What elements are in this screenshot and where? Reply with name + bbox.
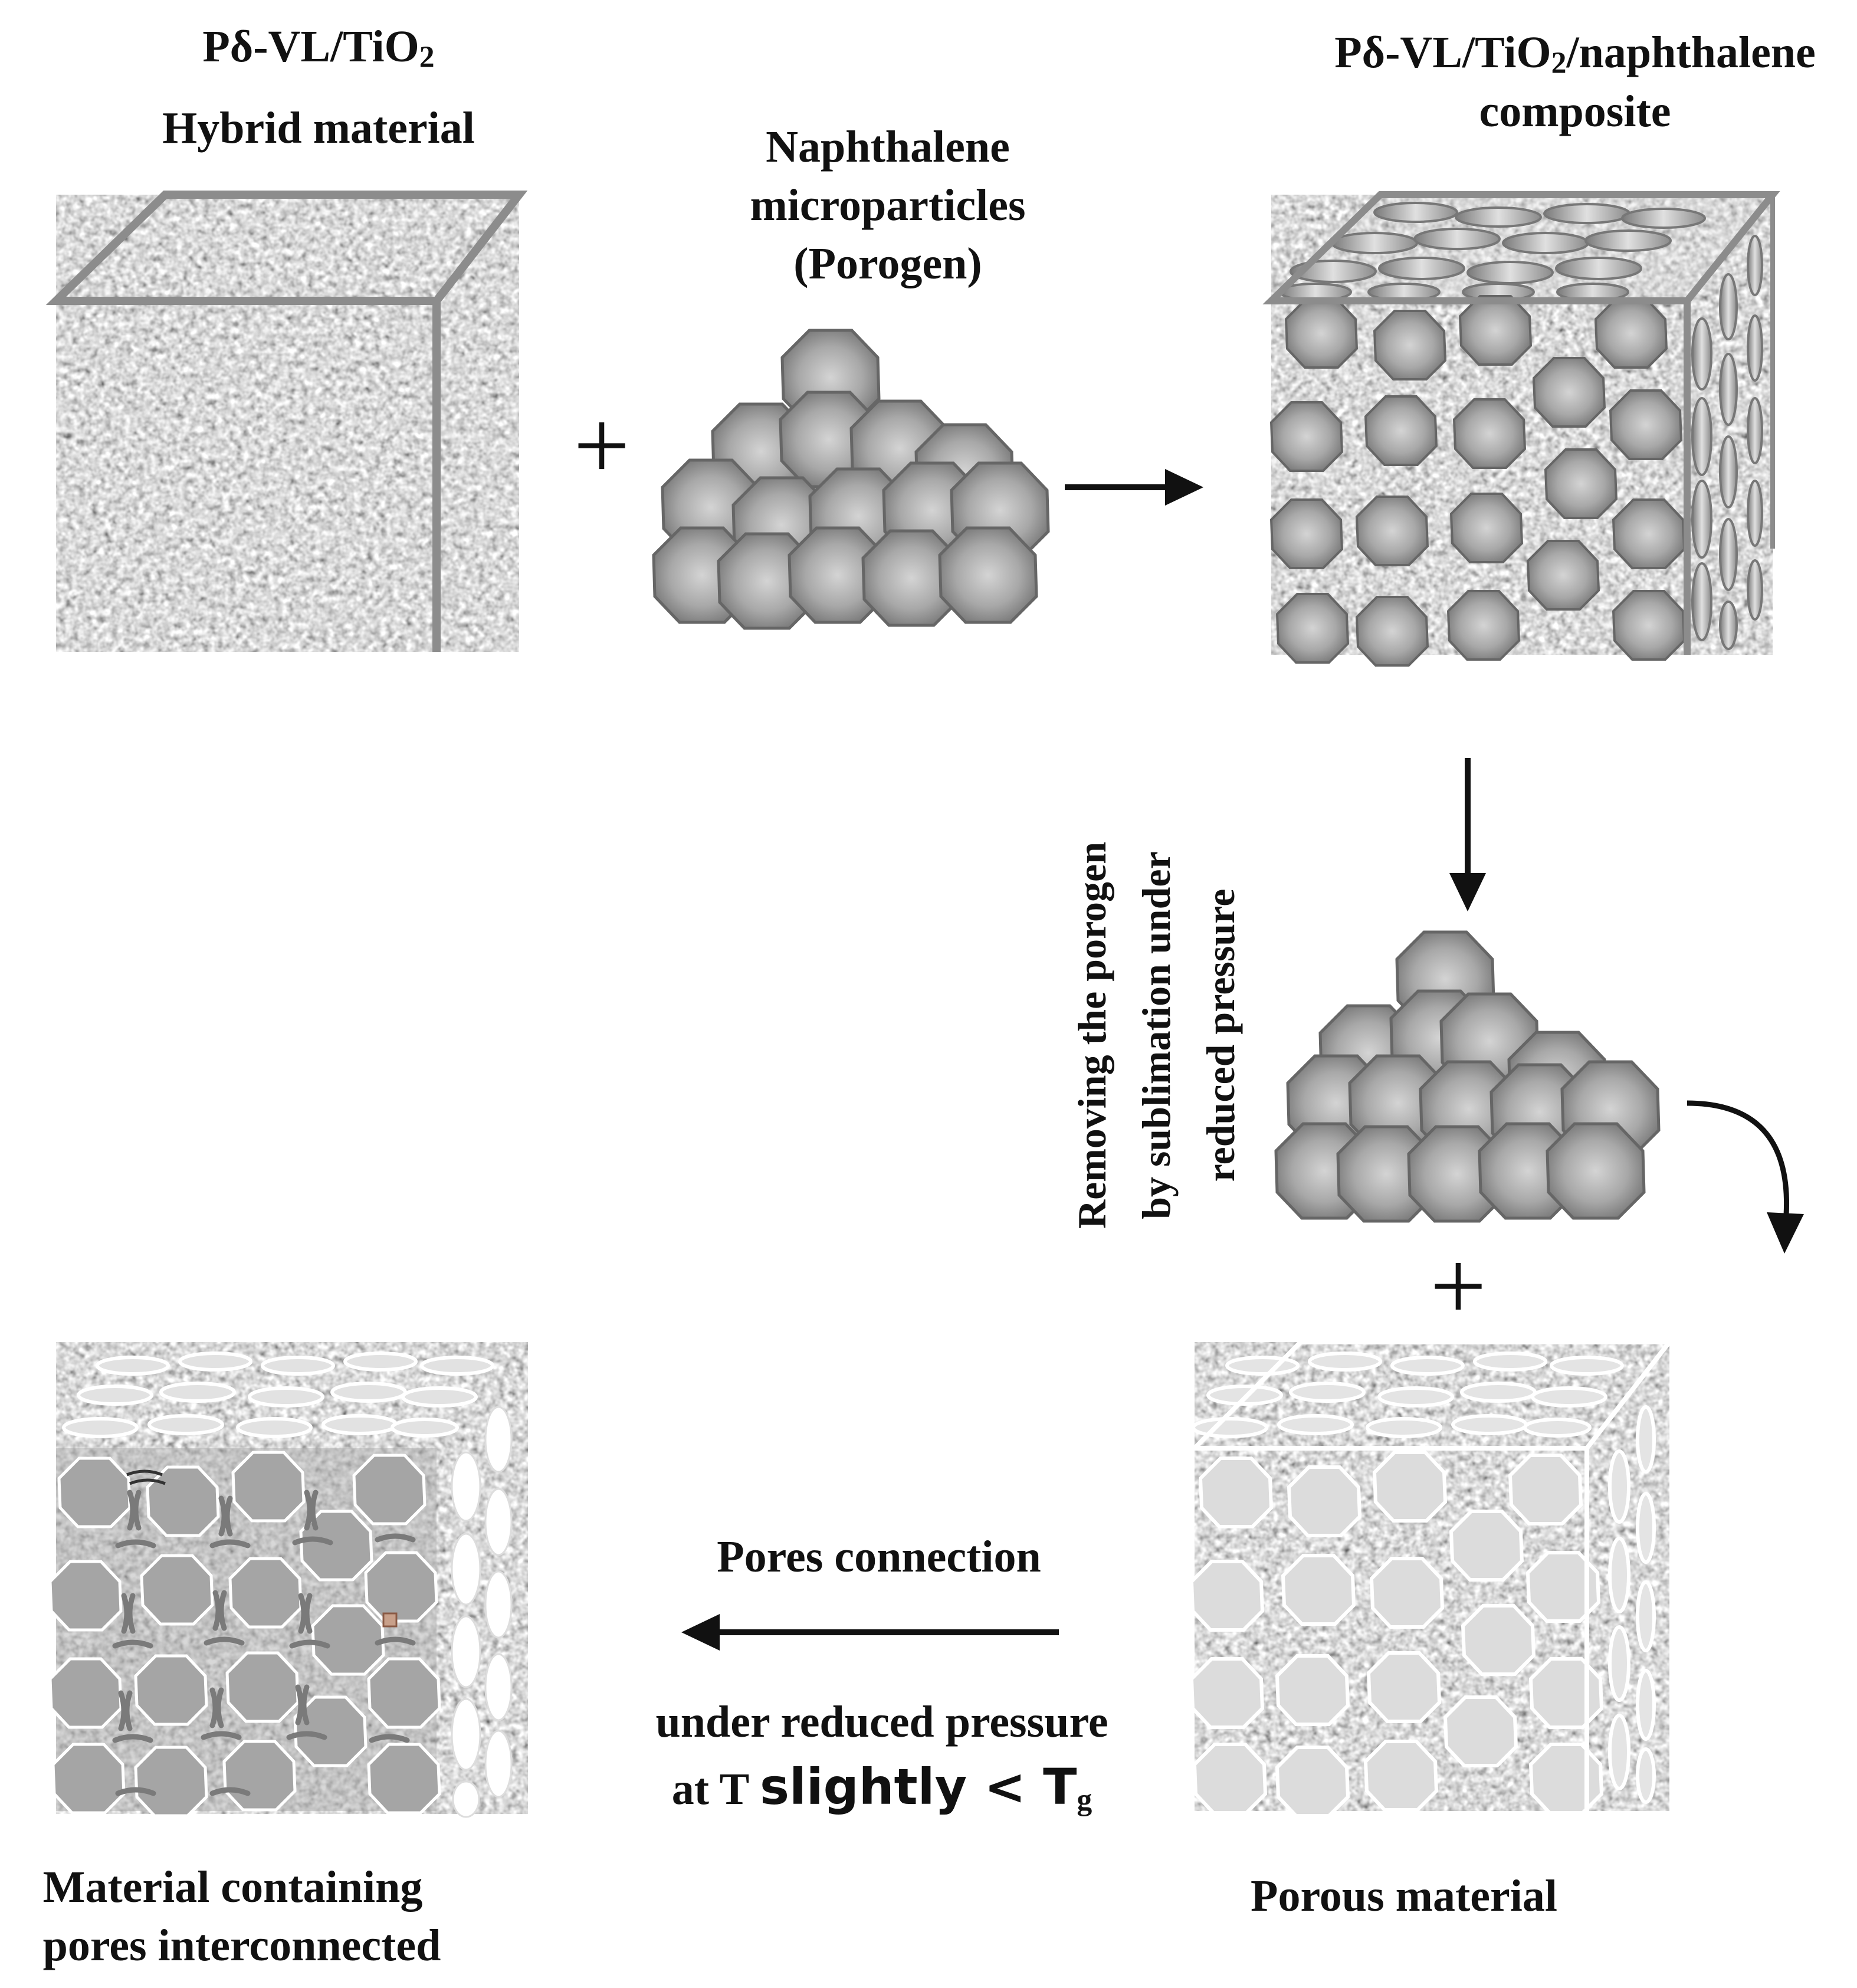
hybrid-title: Pδ-VL/TiO2 <box>202 22 435 74</box>
removal-label: Removing the porogen by sublimation unde… <box>1060 842 1252 1229</box>
composite-title: Pδ-VL/TiO2/naphthalene <box>1334 28 1816 80</box>
hybrid-material-cube <box>45 191 528 652</box>
porogen-pile-2 <box>1276 932 1659 1221</box>
porogen-label: Naphthalene microparticles (Porogen) <box>750 118 1025 293</box>
porogen-line-3: (Porogen) <box>793 238 982 288</box>
porogen-line-2: microparticles <box>750 180 1026 230</box>
hybrid-subtitle: Hybrid material <box>162 103 475 153</box>
removal-line-2: by sublimation under <box>1133 851 1179 1219</box>
interconnected-label: Material containing pores interconnected <box>43 1858 441 1975</box>
porous-material-label: Porous material <box>1251 1871 1557 1921</box>
arrow-down <box>1449 758 1486 911</box>
interconnected-line-1: Material containing <box>42 1862 423 1912</box>
removal-line-1: Removing the porogen <box>1069 841 1114 1229</box>
porogen-pile-1 <box>654 330 1048 628</box>
composite-cube <box>1262 191 1780 667</box>
interconnected-cube <box>50 1342 528 1818</box>
removal-line-3: reduced pressure <box>1197 888 1243 1182</box>
arrow-right <box>1065 469 1203 506</box>
condition-line-2: at T slightly < Tg <box>671 1758 1092 1817</box>
curved-arrow <box>1687 1100 1804 1254</box>
porous-material-cube <box>1189 1340 1675 1816</box>
plus-sign-1: + <box>573 390 630 501</box>
composite-subtitle: composite <box>1479 87 1671 136</box>
pores-connection-label: Pores connection <box>717 1532 1041 1582</box>
interconnected-line-2: pores interconnected <box>42 1920 441 1970</box>
condition-line-1: under reduced pressure <box>655 1697 1108 1747</box>
porogen-line-1: Naphthalene <box>766 122 1010 172</box>
plus-sign-2: + <box>1430 1231 1487 1341</box>
arrow-left <box>681 1614 1059 1651</box>
